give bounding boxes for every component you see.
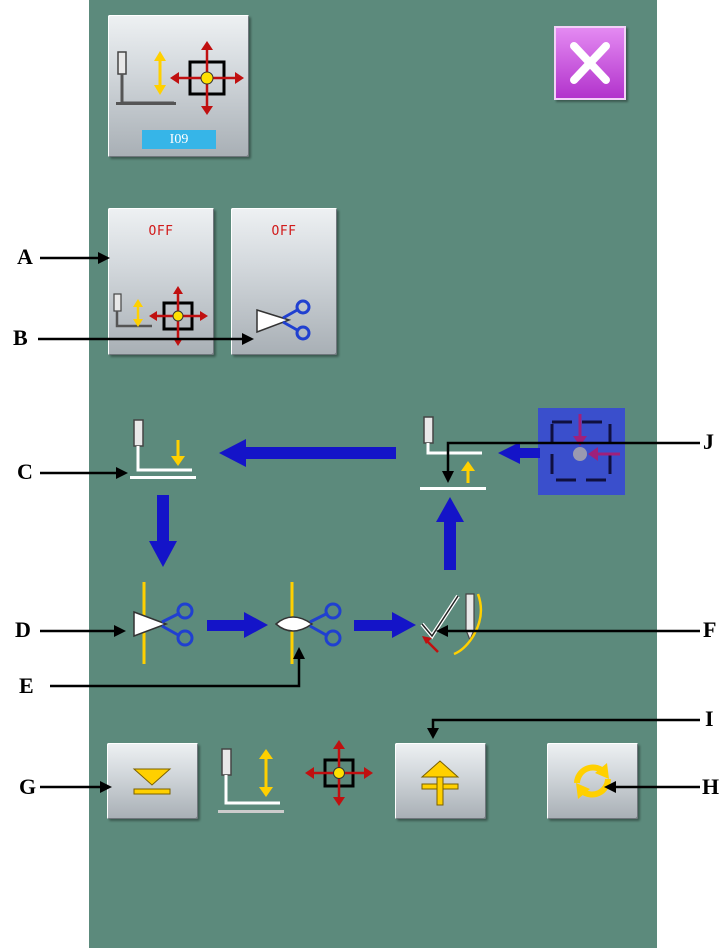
move-indicator — [305, 738, 373, 808]
thread-trim-toggle-button[interactable]: OFF — [231, 208, 337, 355]
wiper-needle-icon — [420, 593, 483, 656]
presser-up-step — [416, 415, 488, 491]
close-button[interactable] — [554, 26, 626, 100]
presser-foot-move-icon — [116, 41, 244, 115]
presser-move-toggle-button[interactable]: OFF — [108, 208, 214, 355]
program-select-button[interactable]: I09 — [108, 15, 249, 157]
rotate-icon — [574, 763, 611, 799]
callout-a: A — [17, 244, 33, 269]
raise-arrow-icon — [420, 760, 460, 806]
trim-closed-step — [272, 580, 348, 666]
lower-arrow-icon — [132, 768, 172, 795]
wiper-step — [420, 592, 500, 660]
program-number-badge: I09 — [142, 130, 216, 149]
origin-return-button[interactable] — [538, 408, 625, 495]
origin-return-icon — [550, 414, 620, 482]
presser-up-down-indicator — [214, 745, 288, 817]
presser-foot-move-icon — [113, 286, 208, 346]
rotate-button[interactable] — [547, 743, 638, 819]
presser-foot-up-icon — [420, 416, 486, 490]
callout-c: C — [17, 459, 33, 484]
callout-f: F — [703, 617, 717, 642]
scissors-icon — [256, 299, 311, 341]
callout-i: I — [705, 706, 714, 731]
thread-trim-toggle-state: OFF — [271, 224, 297, 239]
close-icon — [570, 42, 610, 84]
callout-b: B — [13, 325, 28, 350]
presser-move-toggle-state: OFF — [148, 224, 174, 239]
presser-foot-up-down-icon — [218, 748, 284, 813]
callout-d: D — [15, 617, 31, 642]
callout-e: E — [19, 673, 34, 698]
presser-down-step — [126, 418, 198, 490]
callout-j: J — [703, 429, 714, 454]
presser-foot-down-icon — [130, 419, 196, 479]
scissors-closed-icon — [274, 582, 342, 664]
scissors-icon — [133, 582, 194, 664]
raise-button[interactable] — [395, 743, 486, 819]
callout-g: G — [19, 774, 37, 799]
lower-button[interactable] — [107, 743, 198, 819]
callout-h: H — [702, 774, 720, 799]
trim-step — [128, 580, 200, 666]
move-cross-icon — [305, 740, 373, 806]
